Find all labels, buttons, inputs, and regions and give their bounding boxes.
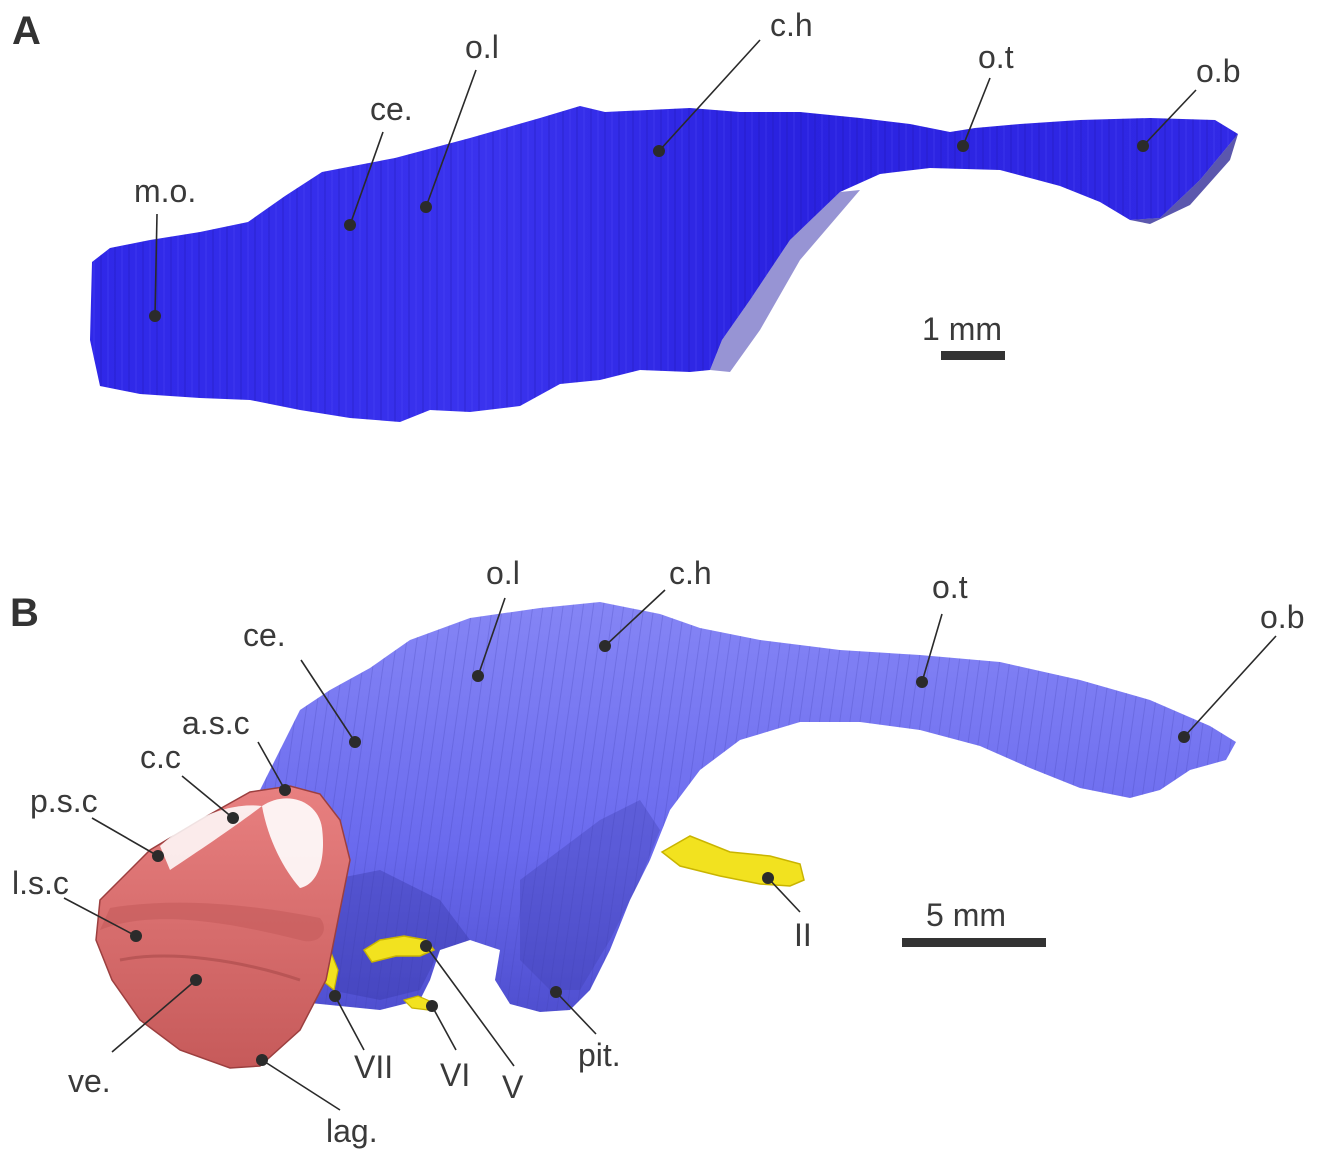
dot-a-ce xyxy=(344,219,356,231)
label-a-ol: o.l xyxy=(465,29,499,65)
label-a-mo: m.o. xyxy=(134,173,196,209)
leader-b-psc xyxy=(92,818,158,856)
label-b-asc: a.s.c xyxy=(182,705,250,741)
label-a-ch: c.h xyxy=(770,7,813,43)
dot-b-ob xyxy=(1178,731,1190,743)
label-b-ch: c.h xyxy=(669,555,712,591)
panel-a: A m.o. ce. o.l c.h o.t o. xyxy=(12,7,1240,422)
panel-a-letter: A xyxy=(12,9,41,53)
dot-b-vi xyxy=(426,1000,438,1012)
leader-b-vi xyxy=(432,1006,456,1050)
dot-b-vii xyxy=(329,990,341,1002)
label-b-lsc: l.s.c xyxy=(12,865,69,901)
label-b-ol: o.l xyxy=(486,555,520,591)
label-b-cc: c.c xyxy=(140,739,181,775)
dot-b-v xyxy=(420,940,432,952)
dot-b-ve xyxy=(190,974,202,986)
panel-b-scale: 5 mm xyxy=(902,897,1046,947)
leader-b-ob xyxy=(1184,636,1276,737)
label-b-ce: ce. xyxy=(243,617,286,653)
label-b-ii: II xyxy=(794,917,812,953)
dot-b-ii xyxy=(762,872,774,884)
dot-a-ot xyxy=(957,140,969,152)
panel-b: B ce. xyxy=(10,555,1304,1149)
dot-b-ol xyxy=(472,670,484,682)
inner-ear xyxy=(96,786,350,1068)
dot-a-ol xyxy=(420,201,432,213)
dot-a-ob xyxy=(1137,140,1149,152)
nerve-ii-shape xyxy=(662,836,804,886)
label-b-lag: lag. xyxy=(326,1113,378,1149)
leader-b-lag xyxy=(262,1060,340,1110)
label-b-ot: o.t xyxy=(932,569,968,605)
label-a-ot: o.t xyxy=(978,39,1014,75)
dot-b-ce xyxy=(349,736,361,748)
label-b-ob: o.b xyxy=(1260,599,1304,635)
scale-b-label: 5 mm xyxy=(926,897,1006,933)
label-b-pit: pit. xyxy=(578,1037,621,1073)
dot-b-psc xyxy=(152,850,164,862)
dot-b-lsc xyxy=(130,930,142,942)
scale-a-bar xyxy=(941,351,1005,360)
leader-b-cc xyxy=(182,776,233,818)
scale-a-label: 1 mm xyxy=(922,311,1002,347)
dot-a-mo xyxy=(149,310,161,322)
label-b-v: V xyxy=(502,1069,524,1105)
dot-b-asc xyxy=(279,784,291,796)
label-a-ce: ce. xyxy=(370,91,413,127)
dot-a-ch xyxy=(653,145,665,157)
dot-b-pit xyxy=(550,986,562,998)
nerve-ii xyxy=(662,836,804,886)
scale-b-bar xyxy=(902,938,1046,947)
dot-b-ot xyxy=(916,676,928,688)
panel-b-letter: B xyxy=(10,591,39,635)
dot-b-cc xyxy=(227,812,239,824)
dot-b-ch xyxy=(599,640,611,652)
panel-a-scale: 1 mm xyxy=(922,311,1005,360)
label-a-ob: o.b xyxy=(1196,53,1240,89)
dot-b-lag xyxy=(256,1054,268,1066)
label-b-ve: ve. xyxy=(68,1063,111,1099)
label-b-vii: VII xyxy=(354,1049,393,1085)
label-b-psc: p.s.c xyxy=(30,783,98,819)
label-b-vi: VI xyxy=(440,1057,470,1093)
